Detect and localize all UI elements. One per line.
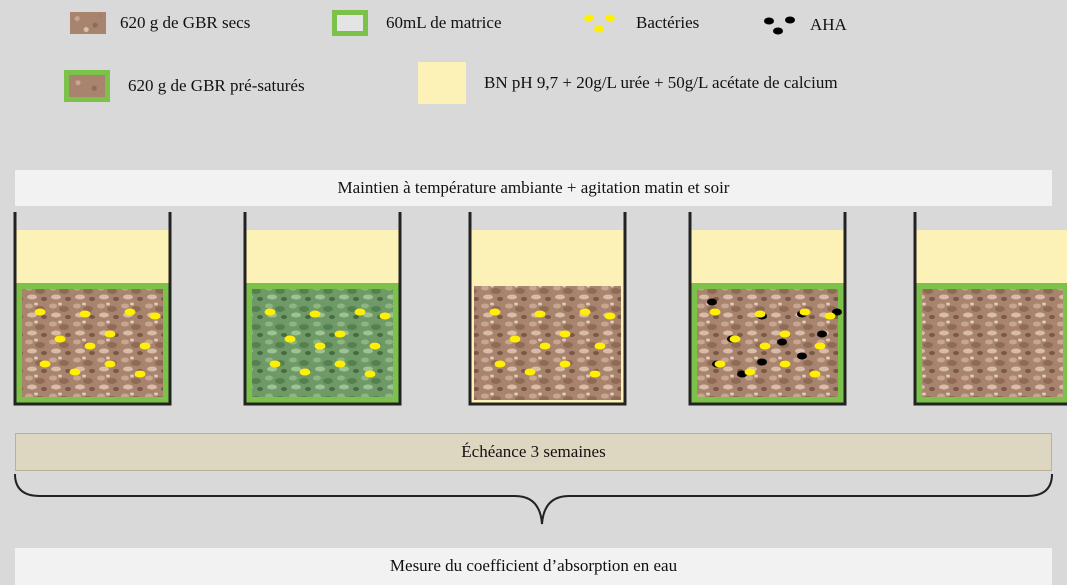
bacteria-dot xyxy=(594,342,606,350)
measurement-band: Mesure du coefficient d’absorption en ea… xyxy=(15,548,1052,585)
legend-solution-label: BN pH 9,7 + 20g/L urée + 50g/L acétate d… xyxy=(484,73,838,92)
legend-gbr-dry-label: 620 g de GBR secs xyxy=(120,13,251,32)
aha-dot xyxy=(777,338,787,346)
bacteria-dot xyxy=(124,308,136,316)
legend-solution: BN pH 9,7 + 20g/L urée + 50g/L acétate d… xyxy=(418,62,838,104)
aha-icon xyxy=(764,16,795,35)
bacteria-dot xyxy=(104,360,116,368)
gravel-block xyxy=(916,283,1067,403)
bacteria-dot xyxy=(264,308,276,316)
legend-bacteria: Bactéries xyxy=(582,10,699,36)
bacteria-dot xyxy=(149,312,161,320)
bacteria-dot xyxy=(744,368,756,376)
beaker-outline xyxy=(468,212,627,406)
gravel-swatch xyxy=(70,12,106,34)
beaker-outline xyxy=(688,212,847,406)
maintenance-band: Maintien à température ambiante + agitat… xyxy=(15,170,1052,206)
bacteria-dot xyxy=(269,360,281,368)
beaker-outline xyxy=(243,212,402,406)
aha-dot xyxy=(817,330,827,338)
bacteria-dot xyxy=(104,330,116,338)
bacteria-dot xyxy=(489,308,501,316)
bacteria-dot xyxy=(54,335,66,343)
beaker-outline xyxy=(913,212,1067,406)
bacteria-dot xyxy=(579,308,591,316)
bacteria-dot xyxy=(534,310,546,318)
legend-aha: AHA xyxy=(762,12,847,38)
bacteria-dot xyxy=(779,360,791,368)
bacteria-dot xyxy=(714,360,726,368)
bacteria-dot xyxy=(539,342,551,350)
container-2 xyxy=(243,212,402,406)
bacteria-dot xyxy=(39,360,51,368)
container-3 xyxy=(468,212,627,406)
containers-diagram xyxy=(13,212,1067,406)
container-1 xyxy=(13,212,172,406)
aha-dot xyxy=(707,298,717,306)
legend-matrix-label: 60mL de matrice xyxy=(386,13,502,32)
aha-dot xyxy=(797,352,807,360)
beaker-outline xyxy=(13,212,172,406)
bacteria-dot xyxy=(799,308,811,316)
bacteria-dot xyxy=(34,308,46,316)
bacteria-dot xyxy=(604,312,616,320)
bacteria-dot xyxy=(809,370,821,378)
legend-gbr-dry: 620 g de GBR secs xyxy=(70,12,250,34)
bacteria-dot xyxy=(729,335,741,343)
bacteria-dot xyxy=(709,308,721,316)
bacteria-dot xyxy=(369,342,381,350)
bacteria-dot xyxy=(494,360,506,368)
deadline-band: Échéance 3 semaines xyxy=(15,433,1052,471)
bacteria-dot xyxy=(284,335,296,343)
container-4 xyxy=(688,212,847,406)
bacteria-dot xyxy=(84,342,96,350)
bacteria-dot xyxy=(79,310,91,318)
bacteria-icon xyxy=(584,14,615,33)
bacteria-dot xyxy=(134,370,146,378)
bacteria-dot xyxy=(334,360,346,368)
bacteria-dot xyxy=(779,330,791,338)
legend-gbr-presat: 620 g de GBR pré-saturés xyxy=(64,70,305,102)
bacteria-dot xyxy=(314,342,326,350)
bacteria-dot xyxy=(139,342,151,350)
bacteria-dot xyxy=(309,310,321,318)
bacteria-dot xyxy=(334,330,346,338)
aha-dot xyxy=(757,358,767,366)
solution-swatch xyxy=(418,62,466,104)
bacteria-dot xyxy=(559,360,571,368)
bacteria-dot xyxy=(759,342,771,350)
bacteria-dot xyxy=(299,368,311,376)
bacteria-dot xyxy=(379,312,391,320)
gravel-presat-swatch xyxy=(64,70,110,102)
aha-dot xyxy=(737,370,747,378)
bacteria-dot xyxy=(364,370,376,378)
legend-bacteria-label: Bactéries xyxy=(636,13,700,32)
bacteria-dot xyxy=(754,310,766,318)
bacteria-dot xyxy=(524,368,536,376)
bacteria-dot xyxy=(69,368,81,376)
legend-gbr-presat-label: 620 g de GBR pré-saturés xyxy=(128,76,305,95)
bacteria-dot xyxy=(354,308,366,316)
curly-brace xyxy=(14,473,1053,525)
legend-aha-label: AHA xyxy=(810,15,847,34)
legend-matrix: 60mL de matrice xyxy=(332,10,502,36)
aha-dot xyxy=(832,308,842,316)
container-5 xyxy=(913,212,1067,406)
matrix-swatch xyxy=(332,10,368,36)
bacteria-dot xyxy=(814,342,826,350)
bacteria-dot xyxy=(559,330,571,338)
bacteria-dot xyxy=(589,370,601,378)
bacteria-dot xyxy=(824,312,836,320)
bacteria-dot xyxy=(509,335,521,343)
